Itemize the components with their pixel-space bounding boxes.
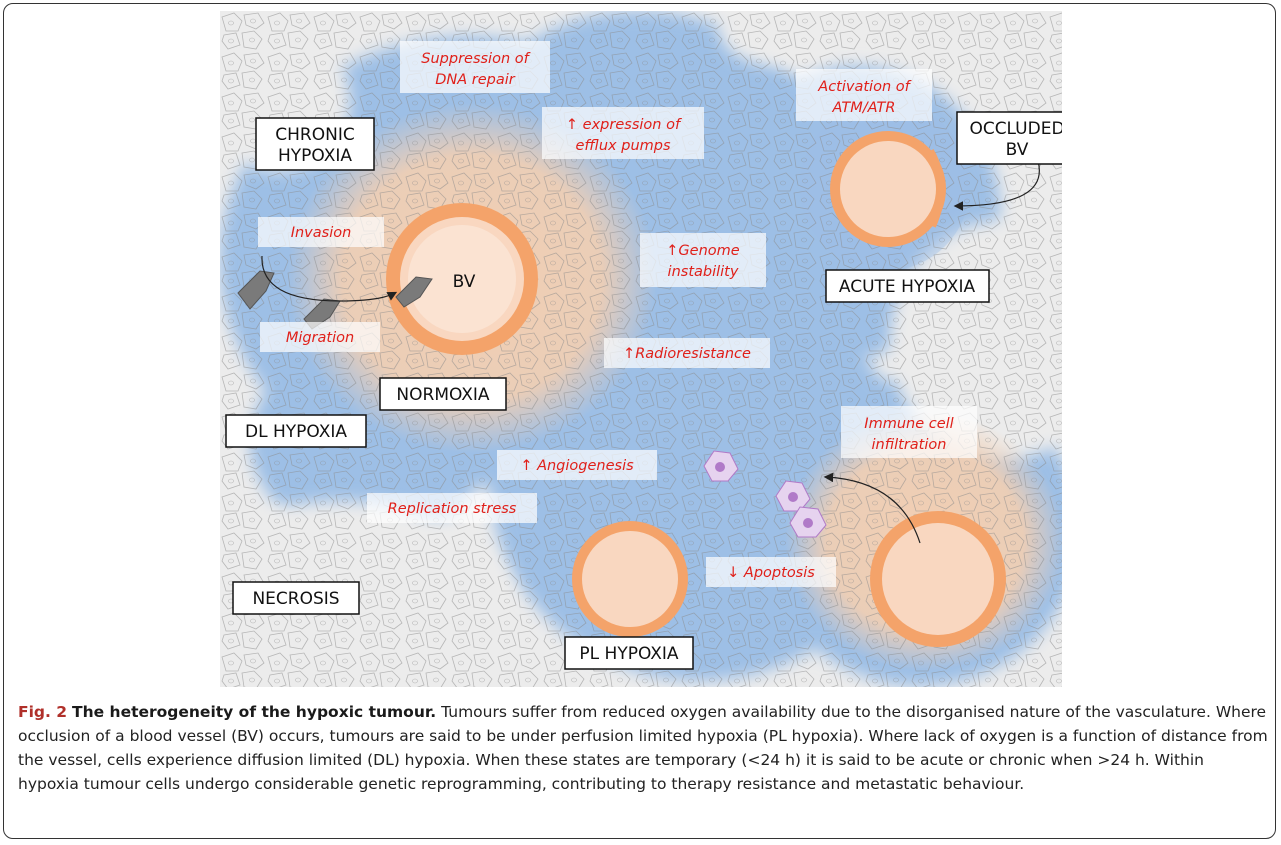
- label-bv: BV: [453, 272, 476, 292]
- figure-caption: Fig. 2 The heterogeneity of the hypoxic …: [18, 700, 1268, 796]
- svg-text:↑ Angiogenesis: ↑ Angiogenesis: [520, 458, 634, 474]
- effect-migration: Migration: [260, 322, 380, 352]
- effect-efflux-pumps: ↑ expression of efflux pumps: [542, 107, 704, 159]
- effect-suppression-dna-repair: Suppression of DNA repair: [400, 41, 550, 93]
- label-occluded-bv: OCCLUDED BV: [957, 112, 1062, 164]
- effect-invasion: Invasion: [258, 217, 384, 247]
- blood-vessel-right: [870, 511, 1006, 647]
- effect-apoptosis: ↓ Apoptosis: [706, 557, 836, 587]
- label-pl-hypoxia: PL HYPOXIA: [565, 637, 693, 669]
- svg-text:DL HYPOXIA: DL HYPOXIA: [245, 422, 347, 442]
- svg-text:ACUTE HYPOXIA: ACUTE HYPOXIA: [839, 277, 976, 297]
- svg-text:BV: BV: [1006, 140, 1029, 160]
- label-chronic-hypoxia: CHRONIC HYPOXIA: [256, 118, 374, 170]
- hypoxic-tumour-diagram: CHRONIC HYPOXIA OCCLUDED BV ACUTE HYPOXI…: [220, 11, 1062, 687]
- label-acute-hypoxia: ACUTE HYPOXIA: [826, 270, 989, 302]
- effect-immune-infiltration: Immune cell infiltration: [841, 406, 977, 458]
- label-dl-hypoxia: DL HYPOXIA: [226, 415, 366, 447]
- effect-radioresistance: ↑Radioresistance: [604, 338, 770, 368]
- svg-text:Replication stress: Replication stress: [388, 501, 517, 517]
- blood-vessel-pl: [572, 521, 688, 637]
- effect-genome-instability: ↑Genome instability: [640, 233, 766, 287]
- svg-text:HYPOXIA: HYPOXIA: [278, 146, 352, 166]
- svg-text:efflux pumps: efflux pumps: [575, 138, 671, 154]
- svg-text:Activation of: Activation of: [817, 79, 911, 95]
- effect-atm-atr: Activation of ATM/ATR: [796, 69, 932, 121]
- svg-text:↑Genome: ↑Genome: [666, 243, 739, 259]
- label-normoxia: NORMOXIA: [380, 378, 506, 410]
- svg-text:infiltration: infiltration: [872, 437, 947, 453]
- svg-text:Immune cell: Immune cell: [864, 416, 953, 432]
- blood-vessel-occluded: [830, 131, 946, 247]
- svg-text:CHRONIC: CHRONIC: [275, 125, 354, 145]
- svg-text:ATM/ATR: ATM/ATR: [832, 100, 896, 116]
- caption-title: The heterogeneity of the hypoxic tumour.: [72, 703, 436, 721]
- svg-text:DNA repair: DNA repair: [435, 72, 516, 88]
- svg-text:instability: instability: [668, 264, 739, 280]
- svg-text:↓ Apoptosis: ↓ Apoptosis: [727, 565, 815, 581]
- svg-text:PL HYPOXIA: PL HYPOXIA: [579, 644, 678, 664]
- svg-text:↑ expression of: ↑ expression of: [566, 117, 682, 133]
- svg-text:Suppression of: Suppression of: [421, 51, 530, 67]
- svg-text:Invasion: Invasion: [291, 225, 352, 241]
- effect-replication-stress: Replication stress: [367, 493, 537, 523]
- svg-text:NORMOXIA: NORMOXIA: [396, 385, 490, 405]
- svg-text:NECROSIS: NECROSIS: [252, 589, 339, 609]
- label-necrosis: NECROSIS: [233, 582, 359, 614]
- svg-text:Migration: Migration: [286, 330, 354, 346]
- effect-angiogenesis: ↑ Angiogenesis: [497, 450, 657, 480]
- caption-label: Fig. 2: [18, 703, 67, 721]
- svg-text:↑Radioresistance: ↑Radioresistance: [623, 346, 751, 362]
- svg-text:OCCLUDED: OCCLUDED: [969, 119, 1062, 139]
